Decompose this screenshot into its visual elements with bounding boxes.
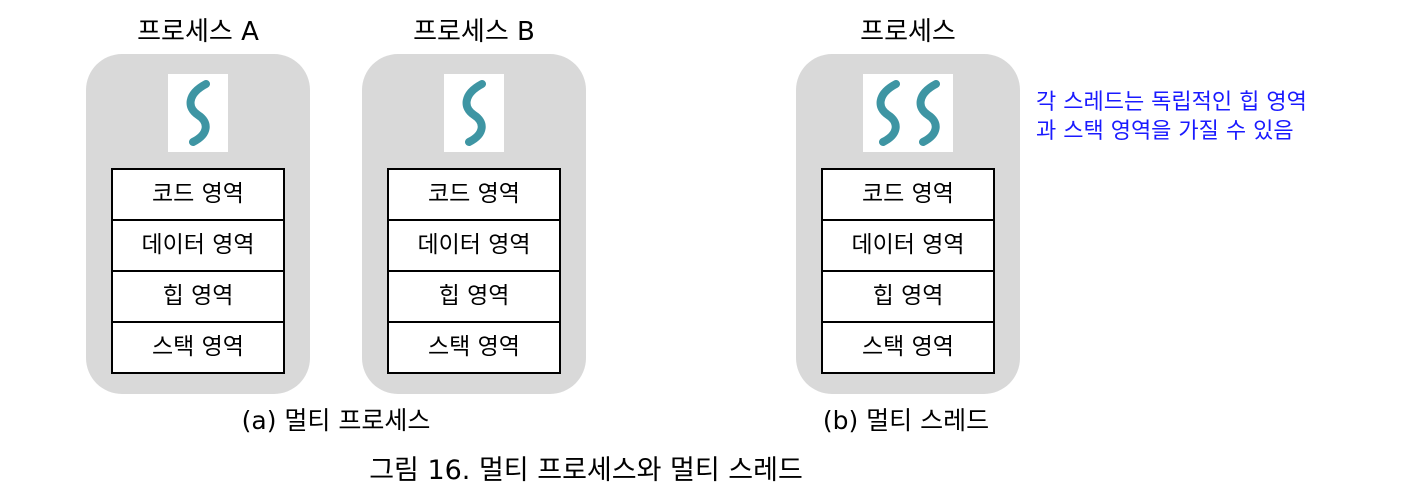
thread-icon [186, 80, 210, 146]
heap-region: 힙 영역 [113, 272, 283, 323]
code-region: 코드 영역 [823, 170, 993, 221]
code-region: 코드 영역 [389, 170, 559, 221]
code-region: 코드 영역 [113, 170, 283, 221]
stack-region: 스택 영역 [862, 334, 954, 360]
multithread-process-title: 프로세스 [860, 17, 956, 47]
thread-area [444, 74, 504, 152]
thread-note-line-2: 과 스택 영역을 가질 수 있음 [1036, 119, 1294, 144]
thread-icon [462, 80, 486, 146]
multithread-process-box: 코드 영역 데이터 영역 힙 영역 스택 영역 [796, 54, 1020, 394]
figure-caption: 그림 16. 멀티 프로세스와 멀티 스레드 [369, 455, 803, 486]
multi-process-caption: (a) 멀티 프로세스 [241, 406, 431, 435]
memory-regions: 코드 영역 데이터 영역 힙 영역 스택 영역 [387, 168, 561, 374]
thread-icon [876, 80, 900, 146]
heap-region: 힙 영역 [823, 272, 993, 323]
thread-icon [916, 80, 940, 146]
multi-thread-caption: (b) 멀티 스레드 [822, 406, 990, 435]
thread-note-line-1: 각 스레드는 독립적인 힙 영역 [1036, 90, 1307, 115]
thread-area [863, 74, 953, 152]
heap-region: 힙 영역 [389, 272, 559, 323]
process-a-title: 프로세스 A [137, 17, 259, 47]
memory-regions: 코드 영역 데이터 영역 힙 영역 스택 영역 [821, 168, 995, 374]
data-region: 데이터 영역 [389, 221, 559, 272]
memory-regions: 코드 영역 데이터 영역 힙 영역 스택 영역 [111, 168, 285, 374]
stack-region: 스택 영역 [152, 334, 244, 360]
process-b-box: 코드 영역 데이터 영역 힙 영역 스택 영역 [362, 54, 586, 394]
data-region: 데이터 영역 [113, 221, 283, 272]
thread-area [168, 74, 228, 152]
process-b-title: 프로세스 B [413, 17, 535, 47]
data-region: 데이터 영역 [823, 221, 993, 272]
process-a-box: 코드 영역 데이터 영역 힙 영역 스택 영역 [86, 54, 310, 394]
thread-note: 각 스레드는 독립적인 힙 영역 과 스택 영역을 가질 수 있음 [1036, 88, 1406, 146]
stack-region: 스택 영역 [428, 334, 520, 360]
